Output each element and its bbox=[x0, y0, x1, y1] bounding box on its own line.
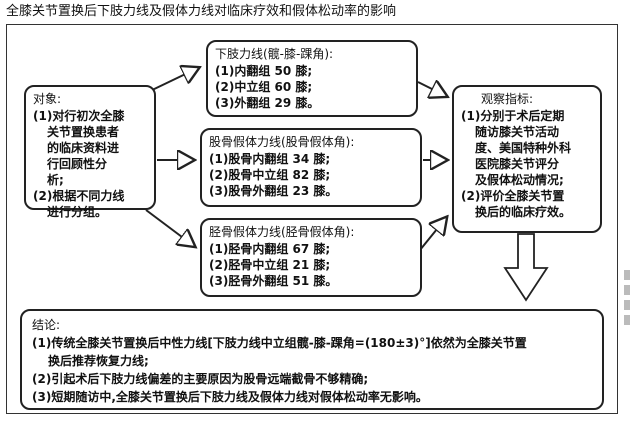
tibial-line: (3)胫骨外翻组 51 膝。 bbox=[209, 274, 338, 288]
lower-limb-line: (1)内翻组 50 膝; bbox=[215, 64, 313, 78]
arrow-object-to-lower bbox=[147, 68, 198, 93]
femoral-heading: 股骨假体力线(股骨假体角): bbox=[209, 135, 355, 149]
conclusion-line: (2)引起术后下肢力线偏差的主要原因为股骨远端截骨不够精确; bbox=[32, 372, 369, 386]
observation-line: (2)评价全膝关节置 bbox=[461, 189, 565, 203]
object-line: 进行分组。 bbox=[47, 205, 108, 219]
observation-line: 随访膝关节活动 bbox=[475, 125, 560, 139]
femoral-line: (2)股骨中立组 82 膝; bbox=[209, 168, 331, 182]
tibial-line: (2)胫骨中立组 21 膝; bbox=[209, 258, 331, 272]
conclusion-line: (1)传统全膝关节置换后中性力线[下肢力线中立组髋-膝-踝角=(180±3)°]… bbox=[32, 336, 527, 350]
femoral-line: (1)股骨内翻组 34 膝; bbox=[209, 152, 331, 166]
femoral-line: (3)股骨外翻组 23 膝。 bbox=[209, 184, 338, 198]
lower-limb-line: (2)中立组 60 膝; bbox=[215, 80, 313, 94]
object-line: 的临床资料进 bbox=[47, 141, 120, 155]
edge-marks bbox=[624, 270, 630, 340]
object-line: 行回顾性分 bbox=[47, 157, 108, 171]
lower-limb-line: (3)外翻组 29 膝。 bbox=[215, 96, 320, 110]
tibial-box: 胫骨假体力线(胫骨假体角): (1)胫骨内翻组 67 膝; (2)胫骨中立组 2… bbox=[200, 218, 422, 297]
arrow-tibial-to-observe bbox=[419, 218, 446, 251]
object-line: 析; bbox=[47, 173, 64, 187]
diagram-frame bbox=[6, 24, 618, 414]
conclusion-heading: 结论: bbox=[32, 318, 61, 332]
object-heading: 对象: bbox=[33, 92, 62, 106]
diagram-title: 全膝关节置换后下肢力线及假体力线对临床疗效和假体松动率的影响 bbox=[6, 4, 397, 19]
object-line: (1)对行初次全膝 bbox=[33, 109, 125, 123]
observation-line: 医院膝关节评分 bbox=[475, 157, 560, 171]
tibial-heading: 胫骨假体力线(胫骨假体角): bbox=[209, 225, 355, 239]
femoral-box: 股骨假体力线(股骨假体角): (1)股骨内翻组 34 膝; (2)股骨中立组 8… bbox=[200, 128, 422, 207]
observation-line: 换后的临床疗效。 bbox=[475, 205, 572, 219]
conclusion-line: (3)短期随访中,全膝关节置换后下肢力线及假体力线对假体松动率无影响。 bbox=[32, 390, 428, 404]
arrow-lower-to-observe bbox=[417, 82, 446, 96]
object-line: (2)根据不同力线 bbox=[33, 189, 125, 203]
arrow-object-to-tibial bbox=[145, 209, 194, 246]
tibial-line: (1)胫骨内翻组 67 膝; bbox=[209, 242, 331, 256]
observation-box: 观察指标: (1)分别于术后定期 随访膝关节活动 度、美国特种外科 医院膝关节评… bbox=[452, 85, 602, 233]
lower-limb-heading: 下肢力线(髋-膝-踝角): bbox=[215, 47, 334, 61]
object-line: 关节置换患者 bbox=[47, 125, 120, 139]
conclusion-line: 换后推荐恢复力线; bbox=[48, 354, 149, 368]
object-box: 对象: (1)对行初次全膝 关节置换患者 的临床资料进 行回顾性分 析; (2)… bbox=[24, 85, 156, 219]
conclusion-box: 结论: (1)传统全膝关节置换后中性力线[下肢力线中立组髋-膝-踝角=(180±… bbox=[20, 309, 604, 410]
observation-line: (1)分别于术后定期 bbox=[461, 109, 565, 123]
observation-line: 及假体松动情况; bbox=[475, 173, 564, 187]
observation-heading: 观察指标: bbox=[481, 92, 534, 106]
lower-limb-box: 下肢力线(髋-膝-踝角): (1)内翻组 50 膝; (2)中立组 60 膝; … bbox=[206, 40, 418, 117]
arrow-observe-to-conclusion bbox=[503, 233, 549, 302]
observation-line: 度、美国特种外科 bbox=[475, 141, 572, 155]
